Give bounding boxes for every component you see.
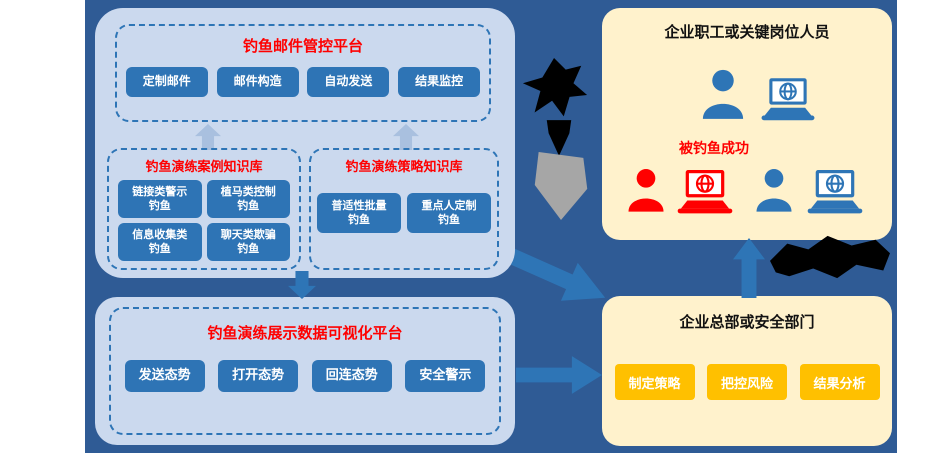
visualization-platform-title: 钓鱼演练展示数据可视化平台 [207,324,403,342]
employees-panel: 企业职工或关键岗位人员 被钓鱼成功 [602,8,892,240]
arrow-platform-to-headquarters [493,231,614,319]
arrow-visualization-to-headquarters [516,354,602,396]
headquarters-panel-title: 企业总部或安全部门 [679,313,815,331]
phished-laptop-icon [676,170,734,215]
phished-success-label: 被钓鱼成功 [679,141,749,157]
case-kb-button: 信息收集类钓鱼 [118,223,202,261]
phished-person-icon [626,164,666,216]
shield-shape [534,152,588,220]
employee-person-icon [700,64,746,124]
headquarters-button: 把控风险 [707,364,787,400]
employees-panel-title: 企业职工或关键岗位人员 [664,23,830,41]
phishing-system-panel: 钓鱼邮件管控平台 定制邮件 邮件构造 自动发送 结果监控 钓鱼演练案例知识库 链… [95,8,515,278]
platform-button: 邮件构造 [216,67,299,97]
strategy-kb-button: 重点人定制钓鱼 [407,193,491,233]
employee-laptop-icon [760,78,816,122]
viz-button: 回连态势 [311,360,392,392]
attack-down-arrow-icon [543,120,575,156]
mail-control-platform-title: 钓鱼邮件管控平台 [242,37,363,55]
case-knowledge-base-title: 钓鱼演练案例知识库 [145,160,263,175]
platform-button: 自动发送 [307,67,390,97]
platform-button: 定制邮件 [125,67,208,97]
employee-person-icon [754,164,794,216]
phishing-attack-shape [522,58,588,128]
mail-control-platform-box: 钓鱼邮件管控平台 定制邮件 邮件构造 自动发送 结果监控 [115,24,491,122]
visualization-platform-box: 钓鱼演练展示数据可视化平台 发送态势 打开态势 回连态势 安全警示 [109,307,501,435]
strategy-knowledge-base-box: 钓鱼演练策略知识库 普适性批量钓鱼 重点人定制钓鱼 [309,148,499,270]
employee-laptop-icon [806,170,864,215]
visualization-panel: 钓鱼演练展示数据可视化平台 发送态势 打开态势 回连态势 安全警示 [95,297,515,445]
arrow-headquarters-to-employees [733,238,765,298]
case-knowledge-base-box: 钓鱼演练案例知识库 链接类警示钓鱼 植马类控制钓鱼 信息收集类钓鱼 聊天类欺骗钓… [107,148,301,270]
feedback-annotation-shape [768,234,892,282]
case-kb-button: 植马类控制钓鱼 [206,180,290,218]
headquarters-button: 结果分析 [799,364,880,400]
arrow-platform-to-visualization [288,271,316,299]
arrow-case-kb-up-icon [195,124,221,150]
headquarters-panel: 企业总部或安全部门 制定策略 把控风险 结果分析 [602,296,892,446]
arrow-strategy-kb-up-icon [393,124,419,150]
headquarters-button: 制定策略 [614,364,695,400]
platform-button: 结果监控 [398,67,481,97]
strategy-knowledge-base-title: 钓鱼演练策略知识库 [345,160,463,175]
viz-button: 安全警示 [405,360,486,392]
case-kb-button: 链接类警示钓鱼 [118,180,202,218]
case-kb-button: 聊天类欺骗钓鱼 [206,223,290,261]
viz-button: 打开态势 [218,360,299,392]
viz-button: 发送态势 [124,360,205,392]
strategy-kb-button: 普适性批量钓鱼 [317,193,401,233]
